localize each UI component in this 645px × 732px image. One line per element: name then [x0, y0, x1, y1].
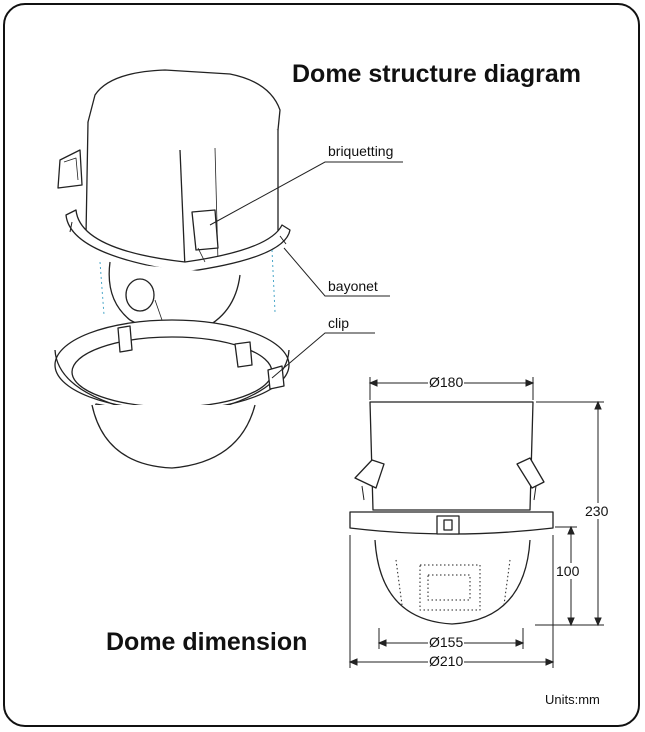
units-label: Units:mm — [545, 692, 600, 707]
callout-bayonet: bayonet — [328, 278, 378, 294]
camera-lens — [125, 278, 155, 312]
dome-bubble — [91, 404, 256, 469]
bezel-clip-left — [117, 325, 133, 353]
side-view-housing — [369, 401, 534, 511]
dim-dome-height: 100 — [555, 563, 581, 579]
callout-clip: clip — [328, 315, 350, 331]
diagram-title: Dome structure diagram — [292, 60, 581, 88]
side-view-dome — [374, 539, 531, 625]
diagram-frame — [3, 3, 640, 727]
briquetting-plate — [191, 209, 219, 251]
callout-briquetting: briquetting — [328, 143, 394, 159]
bezel-clip-right — [234, 341, 253, 368]
side-bracket-a — [354, 459, 385, 489]
side-bracket-left — [57, 149, 83, 189]
dimension-title: Dome dimension — [106, 628, 308, 656]
flange-ring — [65, 209, 291, 273]
dim-top-width: Ø180 — [428, 374, 465, 390]
bayonet-leader — [283, 247, 390, 297]
side-bracket-b — [516, 457, 545, 489]
clip-leader — [271, 332, 375, 379]
housing-front-edge — [179, 149, 186, 269]
dim-total-height: 230 — [584, 503, 610, 519]
dim-inner-width: Ø155 — [428, 634, 465, 650]
dim-outer-width: Ø210 — [428, 653, 465, 669]
briquetting-leader — [209, 161, 403, 226]
